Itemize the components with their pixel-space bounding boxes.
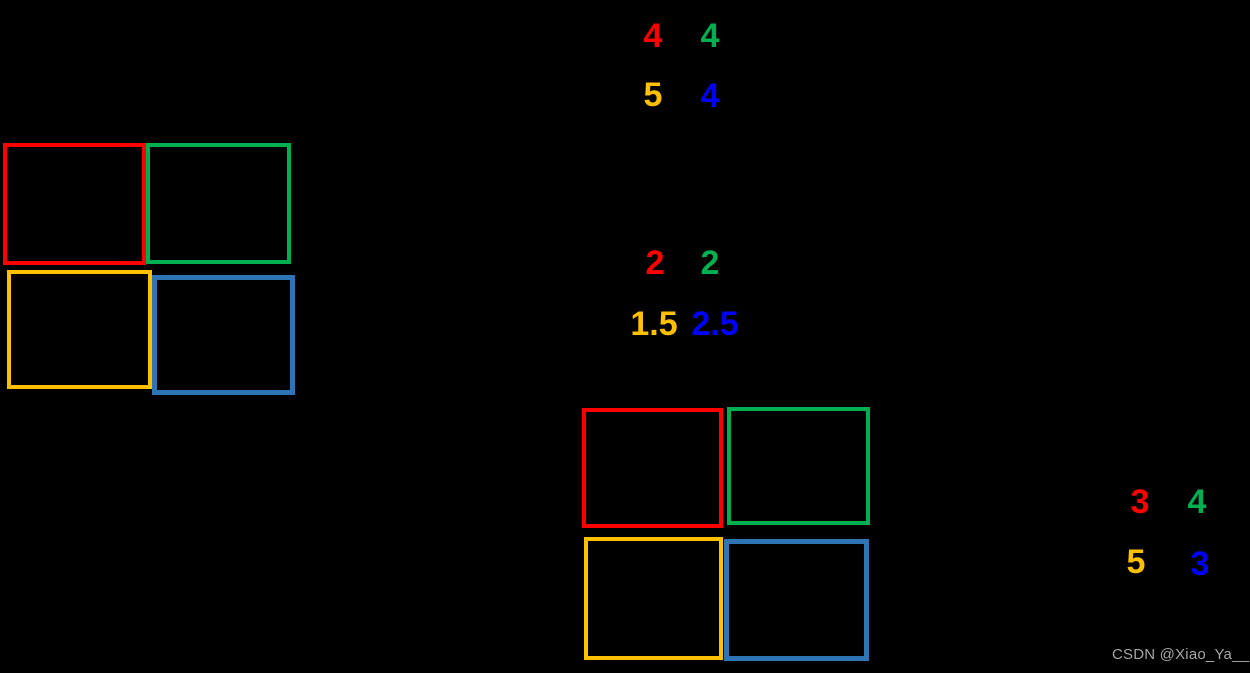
- left-grid-orange-box: [7, 270, 152, 389]
- bottom-grid-blue-box: [724, 539, 869, 661]
- right-group-orange-value: 5: [1126, 543, 1146, 581]
- middle-group-red-value: 2: [645, 244, 665, 282]
- middle-group-blue-value: 2.5: [691, 305, 739, 343]
- bottom-grid-red-box: [582, 408, 723, 528]
- left-grid-red-box: [3, 143, 146, 265]
- csdn-watermark: CSDN @Xiao_Ya__: [1112, 646, 1250, 663]
- top-group-green-value: 4: [700, 17, 720, 55]
- top-group-blue-value: 4: [700, 77, 720, 115]
- bottom-grid-orange-box: [584, 537, 723, 660]
- top-group-orange-value: 5: [643, 76, 663, 114]
- right-group-green-value: 4: [1187, 483, 1207, 521]
- left-grid-blue-box: [152, 275, 295, 395]
- right-group-red-value: 3: [1130, 483, 1150, 521]
- middle-group-green-value: 2: [700, 244, 720, 282]
- left-grid-green-box: [146, 143, 291, 264]
- bottom-grid-green-box: [727, 407, 870, 525]
- middle-group-orange-value: 1.5: [630, 305, 678, 343]
- right-group-blue-value: 3: [1190, 545, 1210, 583]
- top-group-red-value: 4: [643, 17, 663, 55]
